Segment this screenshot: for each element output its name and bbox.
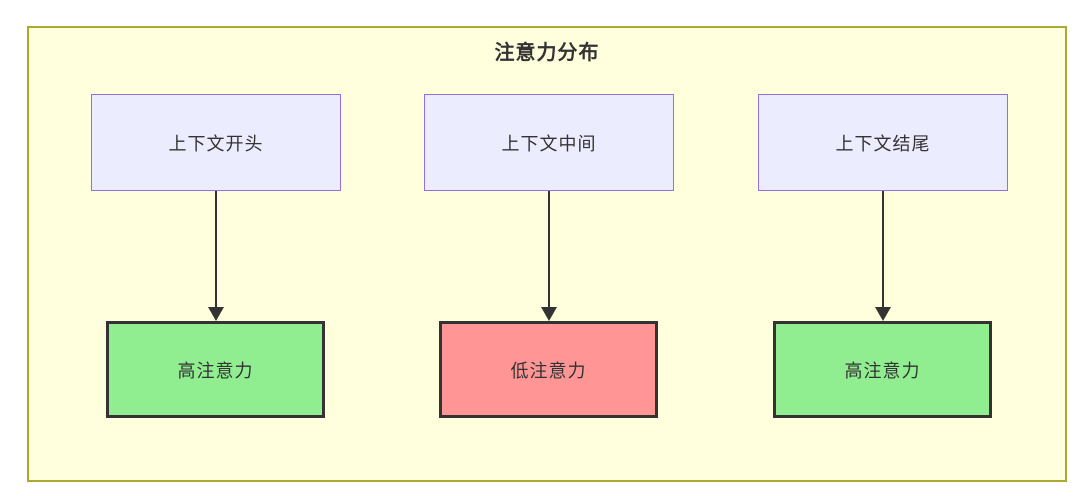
- source-node-context-start: 上下文开头: [91, 94, 341, 191]
- result-node-label: 低注意力: [510, 360, 587, 381]
- result-node-label: 高注意力: [844, 360, 921, 381]
- arrow-line-2: [548, 191, 550, 308]
- source-node-label: 上下文开头: [168, 133, 264, 154]
- source-node-label: 上下文中间: [501, 133, 597, 154]
- arrow-down-icon: [208, 307, 224, 321]
- arrow-down-icon: [541, 307, 557, 321]
- arrow-line-3: [882, 191, 884, 308]
- source-node-context-middle: 上下文中间: [424, 94, 674, 191]
- arrow-down-icon: [875, 307, 891, 321]
- source-node-label: 上下文结尾: [835, 133, 931, 154]
- result-node-low-attention: 低注意力: [439, 321, 658, 418]
- source-node-context-end: 上下文结尾: [758, 94, 1008, 191]
- attention-distribution-cluster: 注意力分布 上下文开头 高注意力 上下文中间 低注意力 上下文结尾 高注意力: [27, 26, 1067, 482]
- result-node-label: 高注意力: [177, 360, 254, 381]
- arrow-line-1: [215, 191, 217, 308]
- result-node-high-attention-1: 高注意力: [106, 321, 325, 418]
- result-node-high-attention-2: 高注意力: [773, 321, 992, 418]
- diagram-title: 注意力分布: [494, 42, 600, 64]
